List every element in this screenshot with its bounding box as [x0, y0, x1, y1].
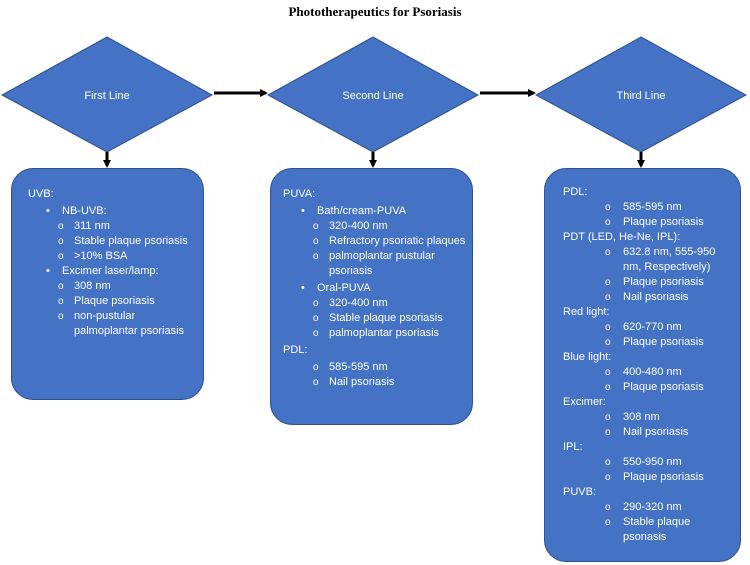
bath-puva-wavelength: 320-400 nm — [283, 219, 466, 234]
oral-puva-indication-1: Stable plaque psoriasis — [283, 311, 466, 326]
oral-puva-wavelength: 320-400 nm — [283, 296, 466, 311]
bath-puva-indication-2: palmoplantar pustular psoriasis — [283, 249, 466, 279]
nb-uvb-indication: Stable plaque psoriasis — [28, 234, 197, 249]
excimer-indication-2: non-pustular palmoplantar psoriasis — [28, 309, 197, 339]
first-line-label: First Line — [84, 90, 129, 102]
blue-light-wavelength: 400-480 nm — [563, 365, 734, 380]
nb-uvb-wavelength: 311 nm — [28, 219, 197, 234]
excimer-wavelength: 308 nm — [563, 410, 734, 425]
pdl-indication: Plaque psoriasis — [563, 215, 734, 230]
second-line-label: Second Line — [342, 90, 403, 102]
excimer-heading: Excimer: — [563, 396, 606, 408]
uvb-heading: UVB: — [28, 188, 54, 200]
puva-heading: PUVA: — [283, 188, 316, 200]
bath-puva-item: Bath/cream-PUVA — [283, 204, 466, 219]
pdl-indication: Nail psoriasis — [283, 375, 466, 390]
red-light-heading: Red light: — [563, 306, 610, 318]
diagram-title: Phototherapeutics for Psoriasis — [288, 4, 462, 19]
pdt-wavelength: 632.8 nm, 555-950 nm, Respectively) — [563, 245, 734, 275]
puvb-wavelength: 290-320 nm — [563, 500, 734, 515]
pdl-heading: PDL: — [563, 186, 588, 198]
ipl-heading: IPL: — [563, 441, 583, 453]
red-light-wavelength: 620-770 nm — [563, 320, 734, 335]
pdt-indication-1: Plaque psoriasis — [563, 275, 734, 290]
oral-puva-indication-2: palmoplantar psoriasis — [283, 326, 466, 341]
pdl-wavelength: 585-595 nm — [283, 360, 466, 375]
red-light-indication: Plaque psoriasis — [563, 335, 734, 350]
excimer-indication-1: Plaque psoriasis — [28, 294, 197, 309]
excimer-indication: Nail psoriasis — [563, 425, 734, 440]
bath-puva-indication-1: Refractory psoriatic plaques — [283, 234, 466, 249]
ipl-indication: Plaque psoriasis — [563, 470, 734, 485]
ipl-wavelength: 550-950 nm — [563, 455, 734, 470]
nb-uvb-item: NB-UVB: — [28, 204, 197, 219]
oral-puva-item: Oral-PUVA — [283, 281, 466, 296]
blue-light-heading: Blue light: — [563, 351, 612, 363]
excimer-wavelength: 308 nm — [28, 279, 197, 294]
pdt-indication-2: Nail psoriasis — [563, 290, 734, 305]
pdl-wavelength: 585-595 nm — [563, 200, 734, 215]
blue-light-indication: Plaque psoriasis — [563, 380, 734, 395]
nb-uvb-bsa: >10% BSA — [28, 249, 197, 264]
third-line-label: Third Line — [617, 90, 666, 102]
puvb-indication: Stable plaque psoriasis — [563, 515, 734, 545]
puvb-heading: PUVB: — [563, 486, 597, 498]
pdl-heading: PDL: — [283, 344, 308, 356]
first-line-box: UVB: NB-UVB: 311 nm Stable plaque psoria… — [11, 168, 204, 400]
pdt-heading: PDT (LED, He-Ne, IPL): — [563, 231, 681, 243]
excimer-item: Excimer laser/lamp: — [28, 264, 197, 279]
third-line-box: PDL: 585-595 nm Plaque psoriasis PDT (LE… — [544, 168, 741, 562]
second-line-box: PUVA: Bath/cream-PUVA 320-400 nm Refract… — [270, 168, 473, 425]
